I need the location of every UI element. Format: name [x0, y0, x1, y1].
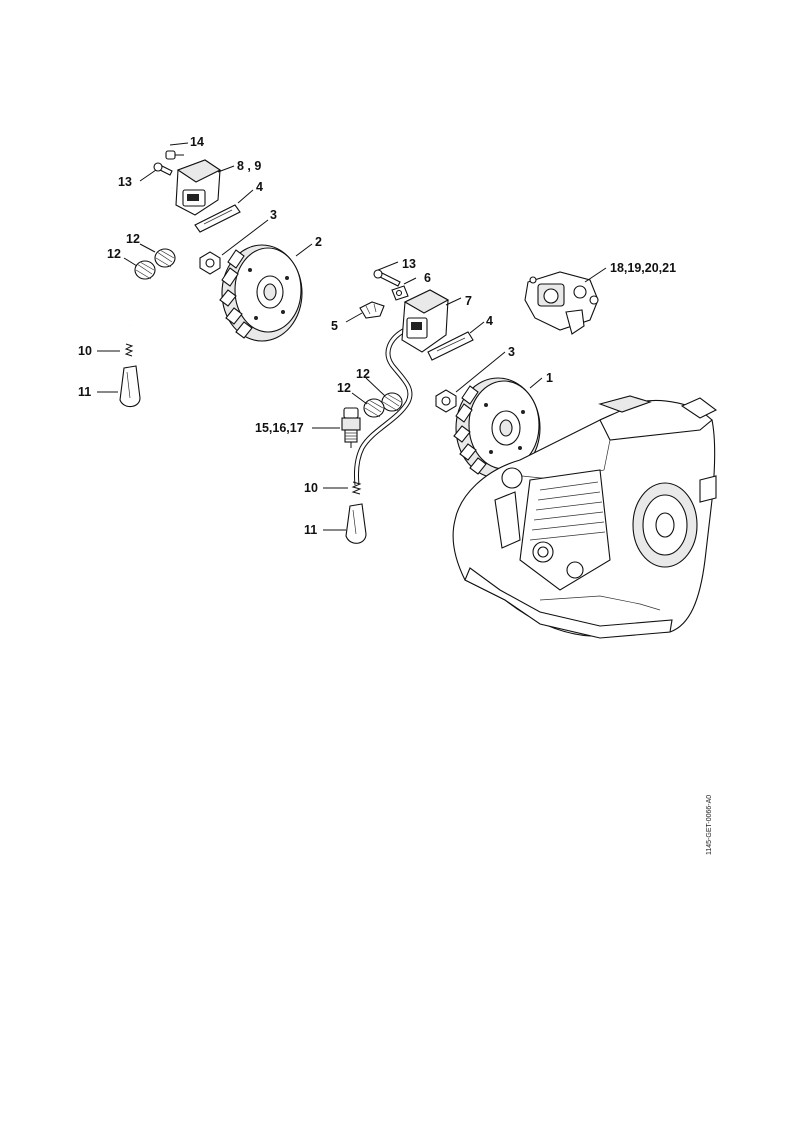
callout-11-right: 11 — [304, 523, 317, 537]
flywheel-1 — [453, 377, 541, 479]
callout-18-19-20-21: 18,19,20,21 — [610, 261, 676, 275]
contact-spring-10-left — [124, 343, 134, 357]
callout-13-left: 13 — [118, 175, 132, 189]
callout-5: 5 — [331, 319, 338, 333]
callout-14-left: 14 — [190, 135, 204, 149]
spring-12a-right — [381, 392, 403, 412]
callout-12a-right: 12 — [356, 367, 370, 381]
spark-plug — [341, 407, 361, 448]
spring-12b-left — [134, 260, 156, 280]
callout-3-right: 3 — [508, 345, 515, 359]
callout-8-9-left: 8 , 9 — [237, 159, 261, 173]
callout-6: 6 — [424, 271, 431, 285]
plug-boot-11-right — [345, 503, 367, 544]
callout-12b-left: 12 — [107, 247, 121, 261]
rail-4-left — [194, 204, 241, 233]
carburetor — [524, 271, 599, 335]
wire-5 — [359, 301, 385, 319]
callout-13-right: 13 — [402, 257, 416, 271]
document-code-text: 1145-GET-0066-A0 — [706, 794, 713, 855]
callout-11-left: 11 — [78, 385, 91, 399]
callout-1: 1 — [546, 371, 553, 385]
ignition-lead-right — [355, 328, 412, 486]
contact-spring-10-right — [351, 481, 362, 495]
callout-10-right: 10 — [304, 481, 318, 495]
document-code: 1145-GET-0066-A0 — [706, 785, 722, 855]
callout-10-left: 10 — [78, 344, 92, 358]
callout-12b-right: 12 — [337, 381, 351, 395]
screw-14-left — [165, 150, 184, 160]
callout-15-16-17: 15,16,17 — [255, 421, 304, 435]
callout-12a-left: 12 — [126, 232, 140, 246]
callout-4-right: 4 — [486, 314, 493, 328]
rail-4-right — [427, 331, 474, 361]
nut-3-left — [199, 251, 221, 275]
callout-3-left: 3 — [270, 208, 277, 222]
right-assembly: 13 6 5 7 4 3 1 12 12 15,16,17 10 11 18,1… — [255, 257, 676, 544]
ignition-module-left — [175, 159, 222, 216]
plug-boot-11-left — [119, 365, 141, 408]
screw-13-right — [373, 269, 401, 287]
spring-12a-left — [154, 248, 176, 268]
engine-housing — [452, 395, 718, 639]
callout-7: 7 — [465, 294, 472, 308]
callout-4-left: 4 — [256, 180, 263, 194]
terminal-6 — [391, 285, 409, 301]
spring-12b-right — [363, 398, 385, 418]
ignition-module-7 — [401, 289, 450, 353]
left-assembly: 14 13 8 , 9 4 3 2 12 12 10 11 — [78, 135, 322, 408]
flywheel-2-left — [219, 244, 303, 342]
screw-13-left — [153, 162, 173, 176]
nut-3-right — [435, 389, 457, 413]
callout-2-left: 2 — [315, 235, 322, 249]
